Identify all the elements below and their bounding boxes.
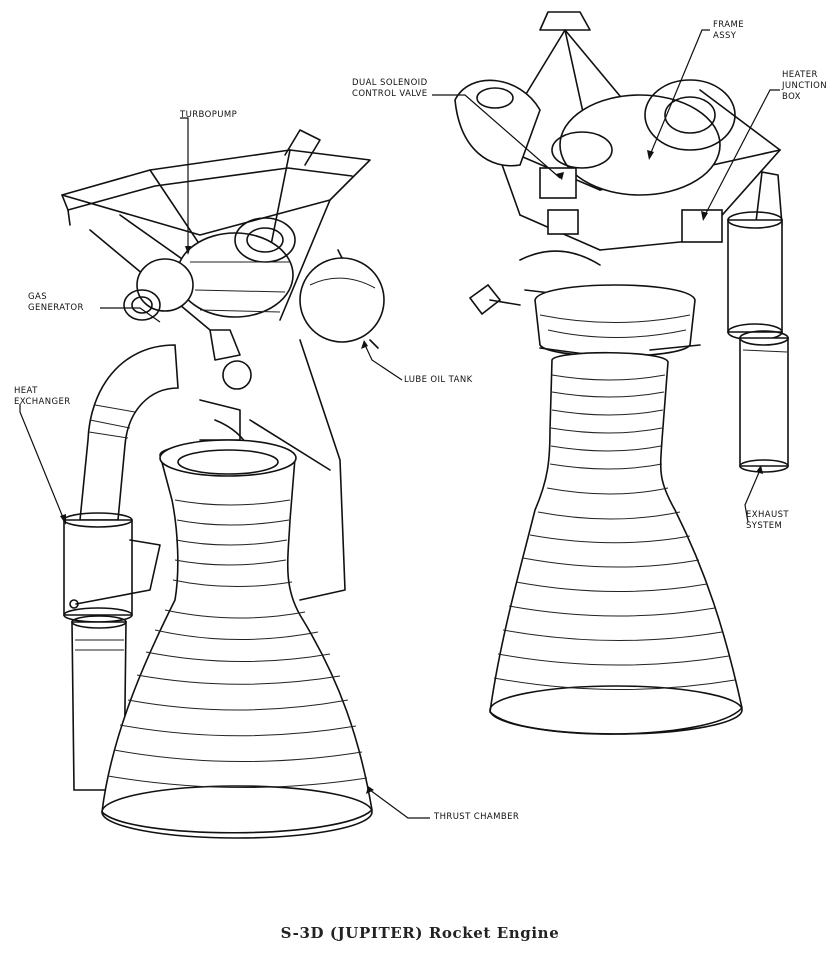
- label-gas-generator: GAS GENERATOR: [28, 292, 84, 314]
- heater-junction-box: [681, 209, 723, 243]
- label-frame-assy: FRAME ASSY: [713, 20, 744, 42]
- label-heater-junction-box-line3: BOX: [782, 92, 801, 102]
- leader-heater-junction-box: [704, 89, 780, 216]
- label-gas-generator-line1: GAS: [28, 292, 47, 302]
- label-exhaust-system-line1: EXHAUST: [746, 510, 790, 520]
- label-thrust-chamber-text: THRUST CHAMBER: [434, 812, 520, 822]
- left-gas-generator: [199, 329, 252, 451]
- leader-heat-exchanger: [19, 404, 65, 521]
- right-manifold: [534, 284, 701, 357]
- dual-solenoid-valve: [519, 167, 651, 329]
- left-strut: [299, 339, 346, 601]
- left-turbopump: [123, 217, 296, 321]
- label-lube-oil-tank: LUBE OIL TANK: [404, 375, 473, 386]
- label-exhaust-system-line2: SYSTEM: [746, 521, 783, 531]
- label-turbopump: TURBOPUMP: [180, 110, 237, 121]
- leader-exhaust-system: [744, 469, 761, 523]
- label-heater-junction-box-line1: HEATER: [782, 70, 818, 80]
- label-heat-exchanger-line1: HEAT: [14, 386, 38, 396]
- label-heat-exchanger-line2: EXCHANGER: [14, 397, 71, 407]
- right-exhaust-system: [727, 171, 789, 473]
- left-heat-exchanger: [63, 344, 179, 791]
- label-heater-junction-box-line2: JUNCTION: [782, 81, 827, 91]
- leader-turbopump: [180, 117, 189, 250]
- leader-lube-oil-tank: [364, 344, 403, 381]
- label-frame-assy-line1: FRAME: [713, 20, 744, 30]
- right-side-fitting: [468, 283, 521, 316]
- label-exhaust-system: EXHAUST SYSTEM: [746, 510, 789, 532]
- label-frame-assy-line2: ASSY: [713, 31, 737, 41]
- left-thrust-chamber: [101, 439, 373, 839]
- right-turbopump: [454, 79, 736, 196]
- label-control-valve-line2: CONTROL VALVE: [352, 89, 428, 99]
- leader-thrust-chamber: [369, 789, 430, 819]
- label-turbopump-text: TURBOPUMP: [180, 110, 238, 120]
- label-control-valve-line1: DUAL SOLENOID: [352, 78, 428, 88]
- left-engine: [61, 129, 385, 839]
- figure-caption: S-3D (JUPITER) Rocket Engine: [280, 924, 560, 942]
- leader-lines: [19, 29, 780, 819]
- right-engine: [454, 11, 789, 735]
- label-heat-exchanger: HEAT EXCHANGER: [14, 386, 71, 408]
- right-thrust-chamber: [489, 351, 743, 735]
- label-lube-oil-tank-text: LUBE OIL TANK: [404, 375, 473, 385]
- leader-gas-generator: [100, 307, 161, 323]
- label-heater-junction-box: HEATER JUNCTION BOX: [782, 70, 827, 103]
- leader-control-valve: [432, 94, 561, 179]
- label-gas-generator-line2: GENERATOR: [28, 303, 84, 313]
- label-control-valve: DUAL SOLENOID CONTROL VALVE: [352, 78, 428, 100]
- left-lube-oil-tank: [299, 249, 385, 349]
- leader-frame-assy: [649, 29, 710, 156]
- label-thrust-chamber: THRUST CHAMBER: [434, 812, 519, 823]
